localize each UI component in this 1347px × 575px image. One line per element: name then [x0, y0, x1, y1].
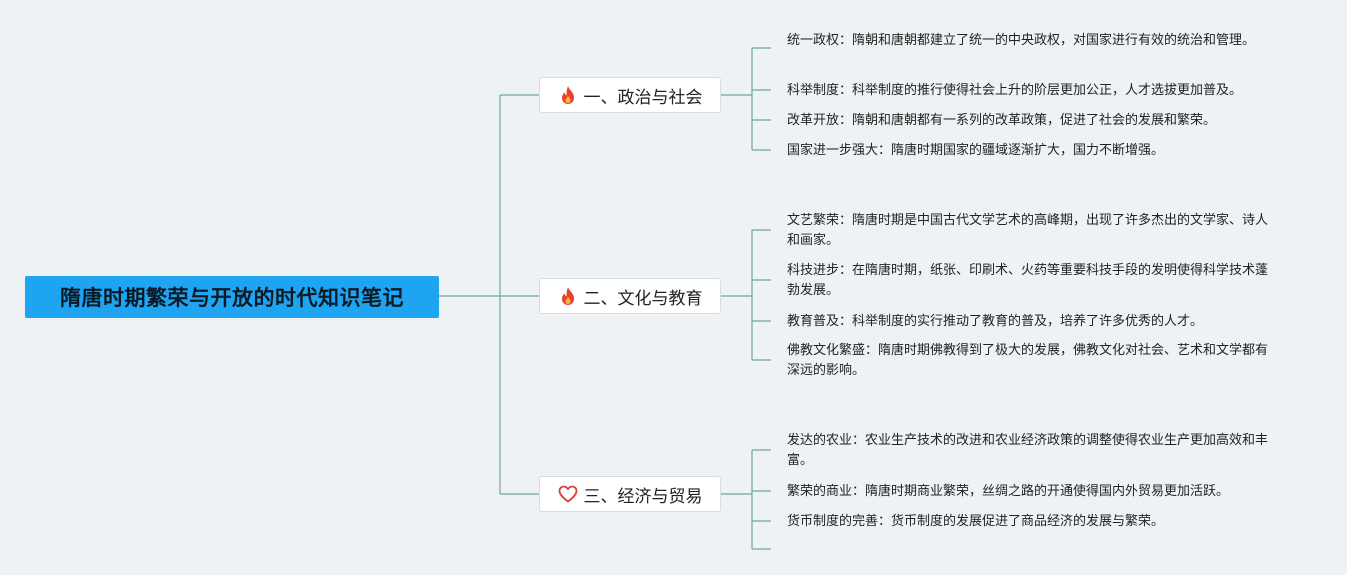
branch-label: 二、文化与教育	[583, 288, 703, 309]
branch-label: 三、经济与贸易	[583, 486, 703, 507]
fire-icon	[558, 85, 578, 105]
leaf-topic[interactable]: 科举制度：科举制度的推行使得社会上升的阶层更加公正，人才选拔更加普及。	[787, 83, 1243, 98]
leaf-topic[interactable]: 教育普及：科举制度的实行推动了教育的普及，培养了许多优秀的人才。	[787, 314, 1204, 329]
branch-culture-education[interactable]: 二、文化与教育	[539, 278, 721, 314]
branch-economy-trade[interactable]: 三、经济与贸易	[539, 476, 721, 512]
branch-politics-society[interactable]: 一、政治与社会	[539, 77, 721, 113]
leaf-topic[interactable]: 文艺繁荣：隋唐时期是中国古代文学艺术的高峰期，出现了许多杰出的文学家、诗人和画家…	[787, 213, 1269, 248]
fire-icon	[558, 286, 578, 306]
leaf-topic[interactable]: 科技进步：在隋唐时期，纸张、印刷术、火药等重要科技手段的发明使得科学技术蓬勃发展…	[787, 263, 1269, 298]
leaf-topic[interactable]: 货币制度的完善：货币制度的发展促进了商品经济的发展与繁荣。	[787, 514, 1165, 529]
leaf-topic[interactable]: 发达的农业：农业生产技术的改进和农业经济政策的调整使得农业生产更加高效和丰富。	[787, 433, 1269, 468]
branch-label: 一、政治与社会	[583, 87, 703, 108]
leaf-topic[interactable]: 佛教文化繁盛：隋唐时期佛教得到了极大的发展，佛教文化对社会、艺术和文学都有深远的…	[787, 343, 1269, 378]
root-topic-title: 隋唐时期繁荣与开放的时代知识笔记	[60, 286, 404, 310]
leaf-topic[interactable]: 改革开放：隋朝和唐朝都有一系列的改革政策，促进了社会的发展和繁荣。	[787, 113, 1217, 128]
heart-outline-icon	[558, 484, 578, 504]
leaf-topic[interactable]: 繁荣的商业：隋唐时期商业繁荣，丝绸之路的开通使得国内外贸易更加活跃。	[787, 484, 1230, 499]
leaf-topic[interactable]: 国家进一步强大：隋唐时期国家的疆域逐渐扩大，国力不断增强。	[787, 143, 1165, 158]
root-topic[interactable]: 隋唐时期繁荣与开放的时代知识笔记	[25, 276, 439, 318]
leaf-topic[interactable]: 统一政权：隋朝和唐朝都建立了统一的中央政权，对国家进行有效的统治和管理。	[787, 33, 1256, 48]
